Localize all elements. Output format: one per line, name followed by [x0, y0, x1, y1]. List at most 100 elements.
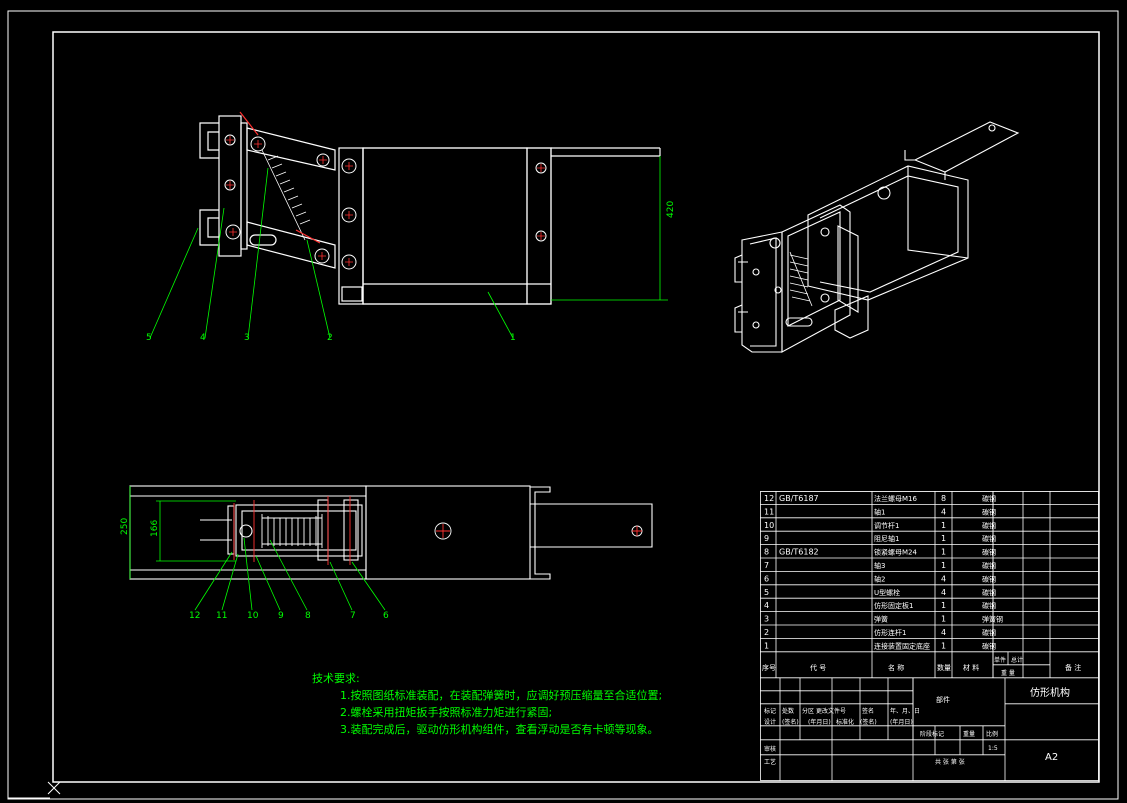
isometric-view — [734, 121, 1020, 353]
bom-no-2: 2 — [764, 628, 769, 637]
tb-design: 设计 — [764, 718, 776, 726]
tb-scale-value: 1:5 — [988, 745, 998, 752]
tb-process: 工艺 — [764, 758, 776, 766]
bom-qty-1: 1 — [941, 641, 946, 650]
bom-qty-10: 1 — [941, 521, 946, 530]
bom-no-5: 5 — [764, 588, 769, 597]
bom-no-8: 8 — [764, 548, 769, 557]
callout-top-10: 10 — [247, 611, 259, 621]
bom-mat-8: 碳钢 — [982, 548, 996, 557]
callout-top-8: 8 — [305, 611, 311, 621]
bom-h-mat: 材 料 — [963, 663, 979, 672]
tb-zone: 分区 — [802, 707, 814, 715]
front-hole-centers — [226, 136, 545, 266]
bom-no-9: 9 — [764, 534, 769, 543]
front-holes — [224, 134, 547, 270]
bom-code-12: GB/T6187 — [779, 494, 819, 503]
bom-no-3: 3 — [764, 615, 769, 624]
tb-sign3: (签名) — [860, 718, 877, 726]
bom-qty-5: 4 — [941, 588, 946, 597]
bom-qty-6: 4 — [941, 574, 946, 583]
callout-front-1: 1 — [510, 333, 516, 343]
tb-count: 处数 — [782, 707, 794, 715]
tb-std: 标准化 — [836, 718, 854, 726]
callout-top-7: 7 — [350, 611, 356, 621]
outer-border — [7, 10, 1119, 800]
spring-front — [261, 149, 311, 241]
bom-no-10: 10 — [764, 521, 774, 530]
bom-name-1: 连接装置固定底座 — [874, 641, 930, 650]
bom-qty-11: 4 — [941, 507, 946, 516]
tech-requirements: 技术要求: 1.按照图纸标准装配，在装配弹簧时，应调好预压缩量至合适位置; 2.… — [312, 670, 662, 738]
bom-h-name: 名 称 — [888, 663, 904, 672]
bom-no-11: 11 — [764, 507, 774, 516]
bom-name-5: U型螺栓 — [874, 588, 900, 597]
front-leaders — [149, 167, 514, 339]
bom-mat-3: 弹簧钢 — [982, 615, 1003, 624]
bom-mat-6: 碳钢 — [982, 574, 996, 583]
tb-assembly: 部件 — [936, 695, 950, 704]
bom-name-3: 弹簧 — [874, 615, 888, 624]
dimension-420-text: 420 — [666, 201, 676, 218]
bom-mat-1: 碳钢 — [982, 641, 996, 650]
tb-change: 更改文件号 — [816, 707, 846, 715]
callout-top-12: 12 — [189, 611, 200, 621]
bom-name-9: 阻尼轴1 — [874, 534, 899, 543]
dimension-420 — [551, 156, 668, 301]
bom-qty-4: 1 — [941, 601, 946, 610]
bom-h-total: 总计 — [1011, 656, 1023, 664]
callout-top-9: 9 — [278, 611, 284, 621]
tech-item-3: 3.装配完成后，驱动仿形机构组件，查看浮动是否有卡顿等现象。 — [340, 723, 659, 736]
bom-name-2: 仿形连杆1 — [874, 628, 906, 637]
bom-no-4: 4 — [764, 601, 769, 610]
callout-front-3: 3 — [244, 333, 250, 343]
tb-sign2: (签名) — [782, 718, 799, 726]
bom-mat-10: 碳钢 — [982, 521, 996, 530]
tb-date3: (年月日) — [890, 718, 913, 726]
tb-stage: 阶段标记 — [920, 730, 944, 738]
bom-name-11: 轴1 — [874, 507, 885, 516]
bom-name-7: 轴3 — [874, 561, 885, 570]
tech-item-2: 2.螺栓采用扭矩扳手按照标准力矩进行紧固; — [340, 706, 553, 719]
bom-qty-2: 4 — [941, 628, 946, 637]
bom-mat-2: 碳钢 — [982, 628, 996, 637]
callout-front-4: 4 — [200, 333, 206, 343]
bom-mat-12: 碳钢 — [982, 494, 996, 503]
bom-no-6: 6 — [764, 574, 769, 583]
bom-mat-9: 碳钢 — [982, 534, 996, 543]
bom-mat-5: 碳钢 — [982, 588, 996, 597]
dimension-250-text: 250 — [120, 518, 130, 535]
bom-h-unit: 单件 — [994, 656, 1006, 664]
bom-qty-7: 1 — [941, 561, 946, 570]
bom-qty-9: 1 — [941, 534, 946, 543]
tb-date2: (年月日) — [808, 718, 831, 726]
bom-name-8: 锁紧螺母M24 — [874, 548, 917, 557]
tb-sheets: 共 张 第 张 — [935, 758, 965, 766]
bom-mat-11: 碳钢 — [982, 507, 996, 516]
tech-heading: 技术要求: — [312, 672, 360, 685]
bom-qty-8: 1 — [941, 548, 946, 557]
bom-outer — [760, 491, 1099, 781]
bom-name-10: 调节杆1 — [874, 521, 899, 530]
bom-h-no: 序号 — [762, 663, 776, 672]
bom-mat-7: 碳钢 — [982, 561, 996, 570]
tb-mark: 标记 — [764, 707, 776, 715]
bom-name-4: 仿形固定板1 — [874, 601, 913, 610]
callout-front-5: 5 — [146, 333, 152, 343]
tb-sign: 签名 — [862, 707, 874, 715]
bom-h-qty: 数量 — [937, 663, 951, 672]
tech-item-1: 1.按照图纸标准装配，在装配弹簧时，应调好预压缩量至合适位置; — [340, 689, 663, 702]
bom-h-remark: 备 注 — [1065, 663, 1081, 672]
callout-top-11: 11 — [216, 611, 227, 621]
bom-no-12: 12 — [764, 494, 774, 503]
ucs-icon — [8, 781, 61, 799]
bom-qty-3: 1 — [941, 615, 946, 624]
tb-date: 年、月、日 — [890, 707, 920, 715]
callout-front-2: 2 — [327, 333, 333, 343]
bom-code-8: GB/T6182 — [779, 548, 819, 557]
bom-h-code: 代 号 — [810, 663, 826, 672]
bom-name-12: 法兰螺母M16 — [874, 494, 917, 503]
sheet-size: A2 — [1045, 752, 1058, 763]
